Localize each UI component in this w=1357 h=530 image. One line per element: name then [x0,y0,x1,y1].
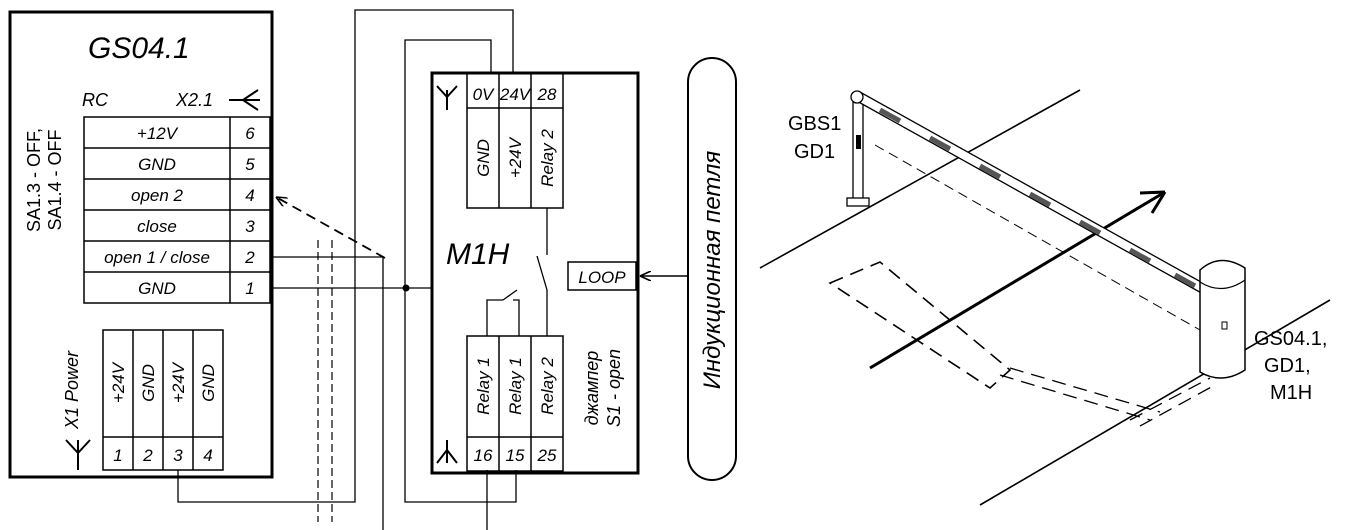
relay2-contact [536,208,548,336]
post-label-1: GBS1 [788,113,841,135]
barrier-label-3: M1H [1270,382,1312,404]
x21-connector-icon [229,89,260,111]
m1h-bottom-pin: 16 [474,446,493,465]
m1h-module: 0V 24V 28 GND +24V Relay 2 M1H LOOP Rela… [430,71,640,475]
direction-arrow-icon [1139,190,1167,214]
rc-label: RC [82,90,109,110]
shielded-cable [317,240,333,522]
ground-loop [828,261,1012,390]
x1-power-label: X1 Power [62,350,82,430]
m1h-top-label: GND [474,139,493,177]
photocell-post [846,94,870,207]
m1h-top-pin: 24V [499,85,532,104]
barrier-label-1: GS04.1, [1254,328,1327,350]
m1h-bottom-pin: 25 [537,446,557,465]
m1h-top-connector-icon [436,85,458,110]
rc-terminal-block: +12V GND open 2 close open 1 / close GND… [83,116,271,304]
junction-dot [402,284,410,292]
x1-pin-number: 2 [142,446,153,465]
rc-pin-number: 3 [245,217,255,236]
m1h-bottom-label: Relay 1 [474,357,493,415]
barrier-boom [850,90,1211,296]
rc-pin-number: 2 [244,248,255,267]
photocell-beam [874,144,1201,331]
rc-row-label: GND [138,155,176,174]
x1-col-label: GND [199,364,218,402]
sa-switch-label-2: SA1.4 - OFF [45,129,65,230]
m1h-bottom-label: Relay 1 [506,357,525,415]
m1h-top-pin: 28 [537,85,557,104]
rc-row-label: +12V [137,124,179,143]
m1h-top-label: Relay 2 [538,129,557,187]
x21-label: X2.1 [175,90,213,110]
m1h-top-pin: 0V [473,85,495,104]
gs041-controller: GS04.1 RC X2.1 SA1.3 - OFF, SA1.4 - OFF … [8,10,274,479]
induction-loop-label: Индукционная петля [699,151,726,390]
m1h-title: M1H [446,238,510,271]
m1h-top-label: +24V [506,136,525,178]
rc-pin-number: 4 [245,186,254,205]
m1h-bottom-label: Relay 2 [538,357,557,415]
loop-terminal [567,261,637,291]
sa-switch-label-1: SA1.3 - OFF, [24,128,44,232]
x1-col-label: +24V [169,361,188,403]
rc-row-label: open 2 [131,186,184,205]
rc-row-label: open 1 / close [104,248,210,267]
rc-pin-number: 5 [245,155,255,174]
induction-loop: Индукционная петля [640,57,737,481]
gs041-title: GS04.1 [88,32,190,65]
relay1-contact [486,289,520,336]
jumper-label-1: джампер [582,351,602,426]
dashed-arrow-open2 [276,197,386,259]
loop-terminal-label: LOOP [578,268,626,287]
x1-pin-number: 4 [203,446,212,465]
x1-power-terminal-block: X1 Power +24V GND +24V GND 1 2 3 4 [62,329,224,471]
m1h-bottom-pin: 15 [506,446,525,465]
m1h-bottom-connector-icon [436,440,458,464]
x1-pin-number: 3 [173,446,183,465]
x1-pin-number: 1 [113,446,122,465]
barrier-housing [1199,259,1246,379]
barrier-scene: GBS1 GD1 GS04.1, GD1, M1H [759,89,1331,506]
rc-pin-number: 1 [245,279,254,298]
post-label-2: GD1 [794,141,835,163]
jumper-label-2: S1 - open [604,349,624,427]
rc-pin-number: 6 [245,124,255,143]
x1-col-label: GND [139,364,158,402]
x1-col-label: +24V [109,361,128,403]
barrier-label-2: GD1, [1264,355,1311,377]
x1-connector-icon [65,439,91,470]
rc-row-label: GND [138,279,176,298]
rc-row-label: close [137,217,177,236]
